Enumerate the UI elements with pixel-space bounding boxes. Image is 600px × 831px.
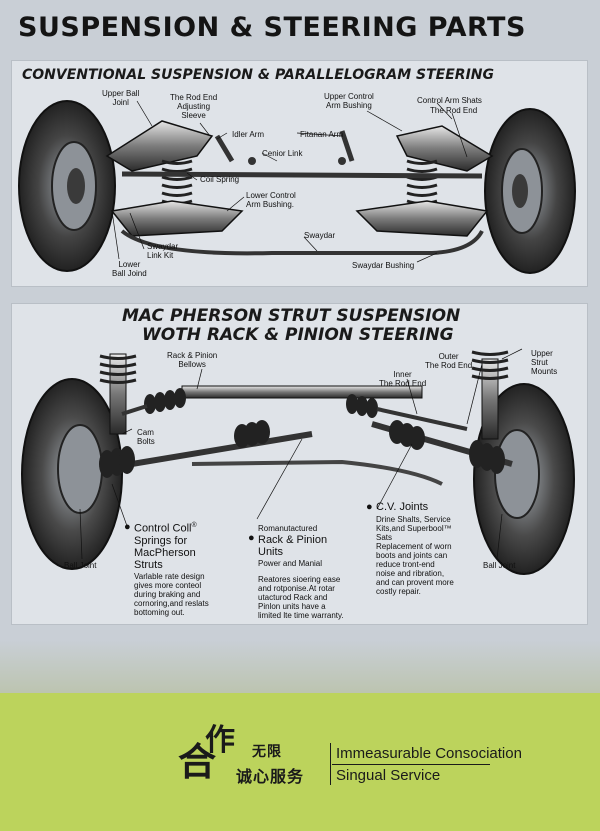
feature-2-body: Reatores sioering ease and rotponise.At … <box>258 575 344 620</box>
pitman-arm-label: Fitanan Arm <box>300 130 344 139</box>
conventional-suspension-diagram <box>18 100 576 274</box>
ball-joint-left-label: Ball Joint <box>64 561 97 570</box>
slogan-line-1: Immeasurable Consociation <box>336 745 522 762</box>
sway-bar-label: Swaydar <box>304 231 336 240</box>
strut-sway-bar <box>191 459 443 486</box>
footer-underline <box>332 764 490 765</box>
left-lower-control-arm <box>110 200 244 237</box>
idler-arm <box>214 134 235 163</box>
left-drive-shaft <box>101 431 313 472</box>
sway-bar <box>120 229 484 256</box>
feature-2-pretitle: Romanutactured <box>258 524 318 533</box>
sway-bar-bushing-label: Swaydar Bushing <box>352 261 415 270</box>
left-strut-spring <box>99 354 137 384</box>
conventional-section-title: CONVENTIONAL SUSPENSION & PARALLELOGRAM … <box>22 67 494 83</box>
center-link <box>121 171 483 179</box>
conventional-suspension-panel: CONVENTIONAL SUSPENSION & PARALLELOGRAM … <box>11 60 588 287</box>
tie-rod-left <box>121 404 148 416</box>
right-upper-control-arm <box>395 125 494 172</box>
feature-1-bullet: ● <box>124 521 131 533</box>
feature-1-title: Control Coll® Springs for MacPherson Str… <box>134 522 197 571</box>
page-title: SUSPENSION & STEERING PARTS <box>18 12 526 43</box>
chinese-line-2: 诚心服务 <box>236 767 305 786</box>
left-coil-spring <box>161 159 193 205</box>
footer-banner: 合 作 无限 诚心服务 Immeasurable Consociation Si… <box>0 693 600 831</box>
feature-2-bullet: ● <box>248 532 255 544</box>
logo-char-zuo: 作 <box>205 723 235 758</box>
rack-bellows-left <box>144 388 186 414</box>
control-arm-shafts-label: Control Arm Shats <box>417 96 482 105</box>
feature-3-body: Replacement of worn boots and joints can… <box>376 542 454 596</box>
footer-fade <box>0 640 600 693</box>
left-cv-boots <box>99 420 270 478</box>
coil-spring-label: Coil Spring <box>200 175 240 184</box>
rack-bellows-right <box>346 394 378 418</box>
right-strut-spring <box>471 350 509 380</box>
feature-2-subtitle: Power and Manial <box>258 559 323 568</box>
feature-2-title: Rack & Pinion Units <box>258 534 328 558</box>
macpherson-title-line1: MAC PHERSON STRUT SUSPENSION <box>122 306 461 326</box>
right-lower-control-arm <box>355 200 489 237</box>
pitman-arm <box>339 130 355 162</box>
right-cv-boots <box>389 420 505 474</box>
left-upper-control-arm <box>105 120 214 172</box>
feature-3-subtitle: Drine Shalts, Service Kits,and Superbool… <box>376 515 452 542</box>
feature-1-body: Varlable rate design gives more conteol … <box>134 572 209 617</box>
center-link-label: Cenior Link <box>262 149 303 158</box>
macpherson-strut-diagram <box>21 348 575 575</box>
rod-end-label: The Rod End <box>430 106 478 115</box>
slogan-line-2: Singual Service <box>336 767 441 784</box>
logo-char-he: 合 <box>178 739 217 784</box>
idler-arm-label: Idler Arm <box>232 130 265 139</box>
right-coil-spring <box>406 159 438 205</box>
chinese-line-1: 无限 <box>252 744 282 760</box>
feature-3-title: C.V. Joints <box>376 501 429 513</box>
feature-3-bullet: ● <box>366 501 373 513</box>
footer-divider <box>330 743 331 785</box>
ball-joint-right-label: Ball Joint <box>483 561 516 570</box>
macpherson-strut-panel: MAC PHERSON STRUT SUSPENSION WOTH RACK &… <box>11 303 588 625</box>
tie-rod-right <box>376 407 468 431</box>
macpherson-title-line2: WOTH RACK & PINION STEERING <box>142 325 454 345</box>
